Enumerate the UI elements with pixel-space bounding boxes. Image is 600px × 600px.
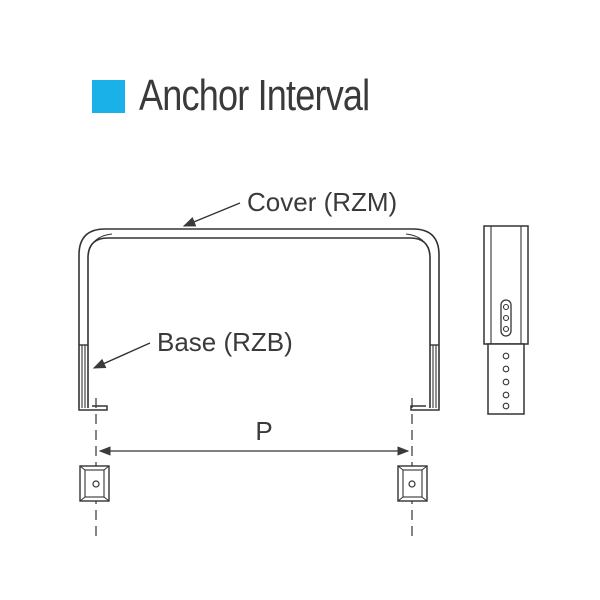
- base-foot-left: [78, 405, 108, 411]
- base-foot-right: [410, 405, 440, 411]
- page-title: Anchor Interval: [139, 71, 370, 120]
- pitch-label: P: [255, 416, 272, 446]
- anchor-plate-left: [79, 465, 110, 502]
- base-leader: [92, 342, 151, 369]
- cover-inner: [87, 237, 431, 408]
- cover-outer: [78, 228, 440, 408]
- title-block: Anchor Interval: [92, 68, 420, 124]
- base-label: Base (RZB): [157, 327, 293, 357]
- cover-leader: [182, 202, 241, 227]
- side-view: [483, 225, 529, 415]
- cover-label: Cover (RZM): [247, 187, 397, 217]
- title-marker-square: [92, 79, 125, 113]
- anchor-plate-right: [397, 465, 428, 502]
